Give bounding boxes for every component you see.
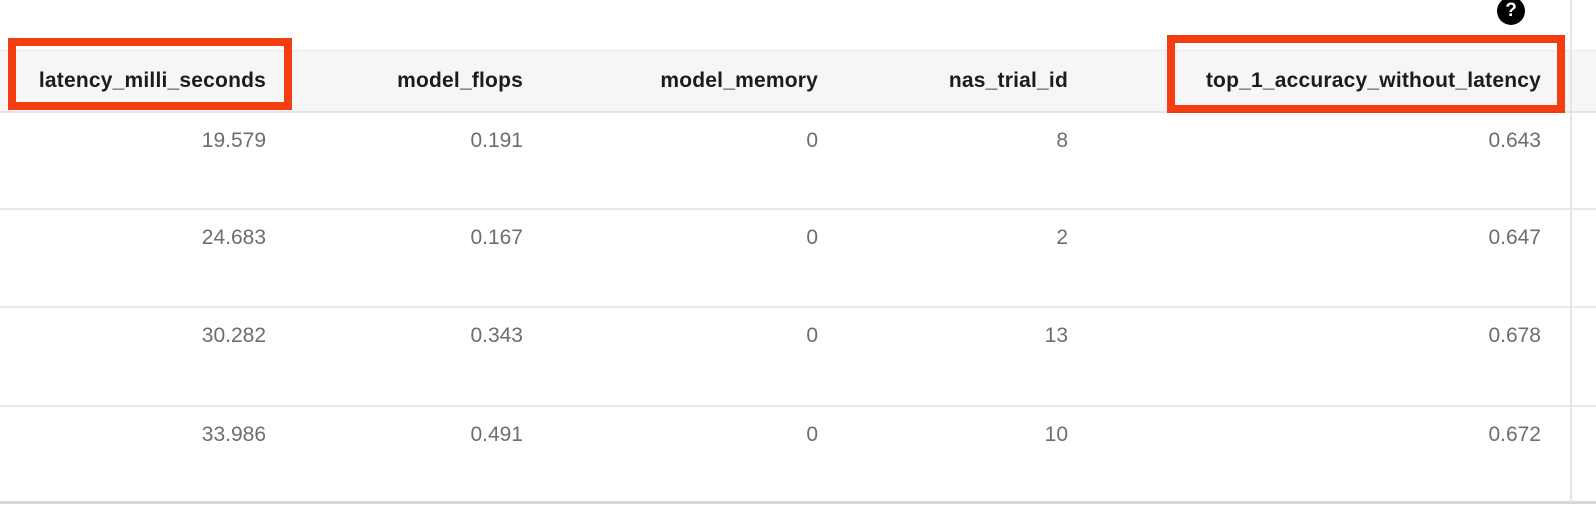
cell-model_flops: 0.491 (288, 406, 545, 504)
cell-model_memory: 0 (545, 112, 840, 210)
cell-model_memory: 0 (545, 406, 840, 504)
column-header-nas_trial_id: nas_trial_id (840, 50, 1090, 113)
cell-latency_milli_seconds: 33.986 (0, 406, 288, 504)
cell-top_1_accuracy_without_latency: 0.647 (1090, 209, 1571, 308)
cell-latency_milli_seconds: 19.579 (0, 112, 288, 210)
top-strip: ? (0, 0, 1596, 50)
cell-top_1_accuracy_without_latency: 0.672 (1090, 406, 1571, 504)
column-header-top_1_accuracy_without_latency: top_1_accuracy_without_latency (1090, 50, 1571, 113)
clipped-next-column-cell (1571, 209, 1596, 308)
column-header-model_flops: model_flops (288, 50, 545, 113)
cell-top_1_accuracy_without_latency: 0.678 (1090, 307, 1571, 407)
clipped-next-column-cell (1571, 307, 1596, 407)
cell-nas_trial_id: 2 (840, 209, 1090, 308)
cell-model_flops: 0.167 (288, 209, 545, 308)
clipped-next-column-header (1571, 50, 1596, 113)
cell-top_1_accuracy_without_latency: 0.643 (1090, 112, 1571, 210)
cell-latency_milli_seconds: 30.282 (0, 307, 288, 407)
clipped-next-column-cell (1571, 112, 1596, 210)
cell-nas_trial_id: 8 (840, 112, 1090, 210)
cell-model_memory: 0 (545, 307, 840, 407)
cell-latency_milli_seconds: 24.683 (0, 209, 288, 308)
cell-model_flops: 0.343 (288, 307, 545, 407)
cell-model_memory: 0 (545, 209, 840, 308)
column-divider-line (1570, 0, 1572, 503)
help-icon[interactable]: ? (1497, 0, 1525, 25)
cell-nas_trial_id: 10 (840, 406, 1090, 504)
cell-model_flops: 0.191 (288, 112, 545, 210)
column-header-model_memory: model_memory (545, 50, 840, 113)
column-header-latency_milli_seconds: latency_milli_seconds (0, 50, 288, 113)
clipped-next-column-cell (1571, 406, 1596, 504)
cell-nas_trial_id: 13 (840, 307, 1090, 407)
